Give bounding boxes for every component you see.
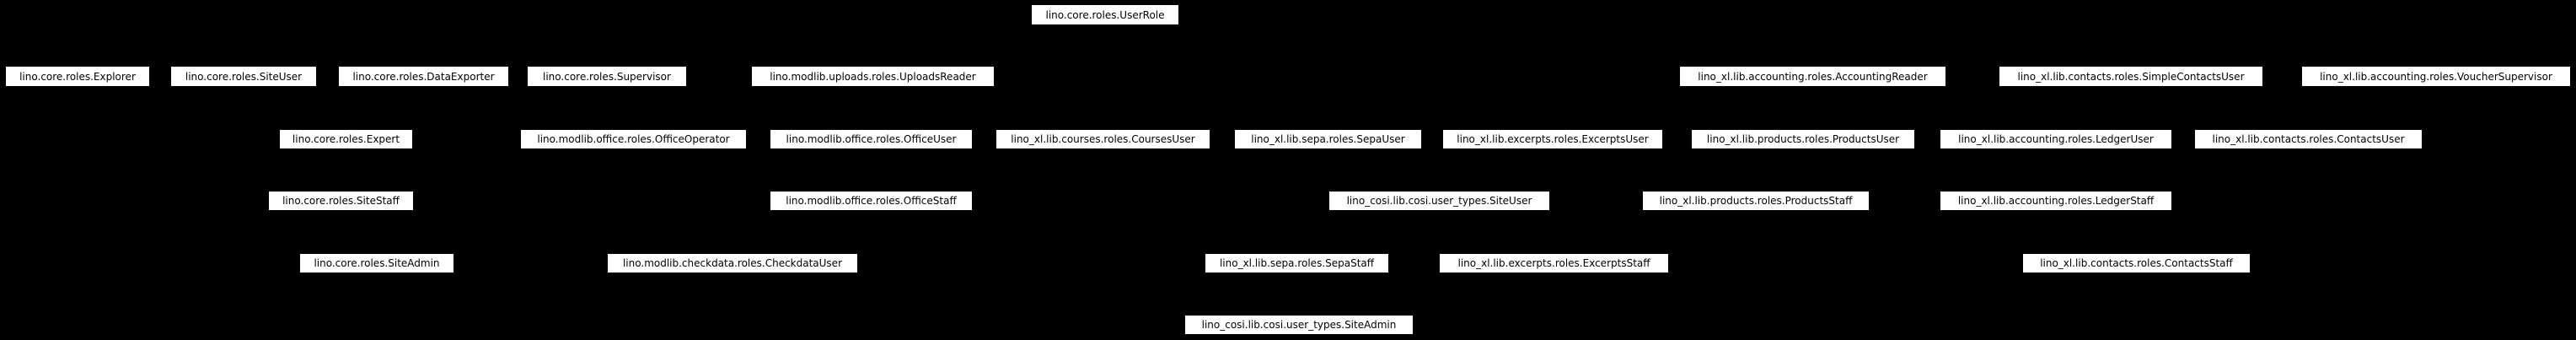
class-node-excerpts-user[interactable]: lino_xl.lib.excerpts.roles.ExcerptsUser — [1442, 129, 1663, 149]
class-node-simple-contacts-user[interactable]: lino_xl.lib.contacts.roles.SimpleContact… — [1999, 66, 2263, 87]
class-node-cosi-site-user[interactable]: lino_cosi.lib.cosi.user_types.SiteUser — [1328, 191, 1550, 211]
class-node-expert[interactable]: lino.core.roles.Expert — [279, 129, 413, 149]
class-node-checkdata-user[interactable]: lino.modlib.checkdata.roles.CheckdataUse… — [607, 253, 858, 273]
class-node-sepa-staff[interactable]: lino_xl.lib.sepa.roles.SepaStaff — [1205, 253, 1389, 273]
class-node-office-user[interactable]: lino.modlib.office.roles.OfficeUser — [770, 129, 973, 149]
class-node-voucher-supervisor[interactable]: lino_xl.lib.accounting.roles.VoucherSupe… — [2301, 66, 2571, 87]
class-node-products-user[interactable]: lino_xl.lib.products.roles.ProductsUser — [1691, 129, 1915, 149]
class-node-cosi-site-admin[interactable]: lino_cosi.lib.cosi.user_types.SiteAdmin — [1184, 315, 1414, 335]
class-node-accounting-reader[interactable]: lino_xl.lib.accounting.roles.AccountingR… — [1679, 66, 1946, 87]
class-node-user-role[interactable]: lino.core.roles.UserRole — [1031, 4, 1179, 25]
class-node-uploads-reader[interactable]: lino.modlib.uploads.roles.UploadsReader — [751, 66, 995, 87]
class-node-courses-user[interactable]: lino_xl.lib.courses.roles.CoursesUser — [996, 129, 1210, 149]
class-node-office-staff[interactable]: lino.modlib.office.roles.OfficeStaff — [770, 191, 973, 211]
class-node-site-admin[interactable]: lino.core.roles.SiteAdmin — [299, 253, 454, 273]
class-node-contacts-user[interactable]: lino_xl.lib.contacts.roles.ContactsUser — [2194, 129, 2423, 149]
class-node-ledger-user[interactable]: lino_xl.lib.accounting.roles.LedgerUser — [1940, 129, 2172, 149]
class-node-site-user[interactable]: lino.core.roles.SiteUser — [170, 66, 317, 87]
class-node-ledger-staff[interactable]: lino_xl.lib.accounting.roles.LedgerStaff — [1940, 191, 2172, 211]
class-node-sepa-user[interactable]: lino_xl.lib.sepa.roles.SepaUser — [1234, 129, 1422, 149]
class-node-products-staff[interactable]: lino_xl.lib.products.roles.ProductsStaff — [1642, 191, 1870, 211]
class-node-supervisor[interactable]: lino.core.roles.Supervisor — [527, 66, 687, 87]
class-node-data-exporter[interactable]: lino.core.roles.DataExporter — [338, 66, 509, 87]
class-node-office-operator[interactable]: lino.modlib.office.roles.OfficeOperator — [520, 129, 747, 149]
class-node-contacts-staff[interactable]: lino_xl.lib.contacts.roles.ContactsStaff — [2022, 253, 2251, 273]
class-node-excerpts-staff[interactable]: lino_xl.lib.excerpts.roles.ExcerptsStaff — [1439, 253, 1669, 273]
class-node-site-staff[interactable]: lino.core.roles.SiteStaff — [268, 191, 414, 211]
class-node-explorer[interactable]: lino.core.roles.Explorer — [5, 66, 150, 87]
